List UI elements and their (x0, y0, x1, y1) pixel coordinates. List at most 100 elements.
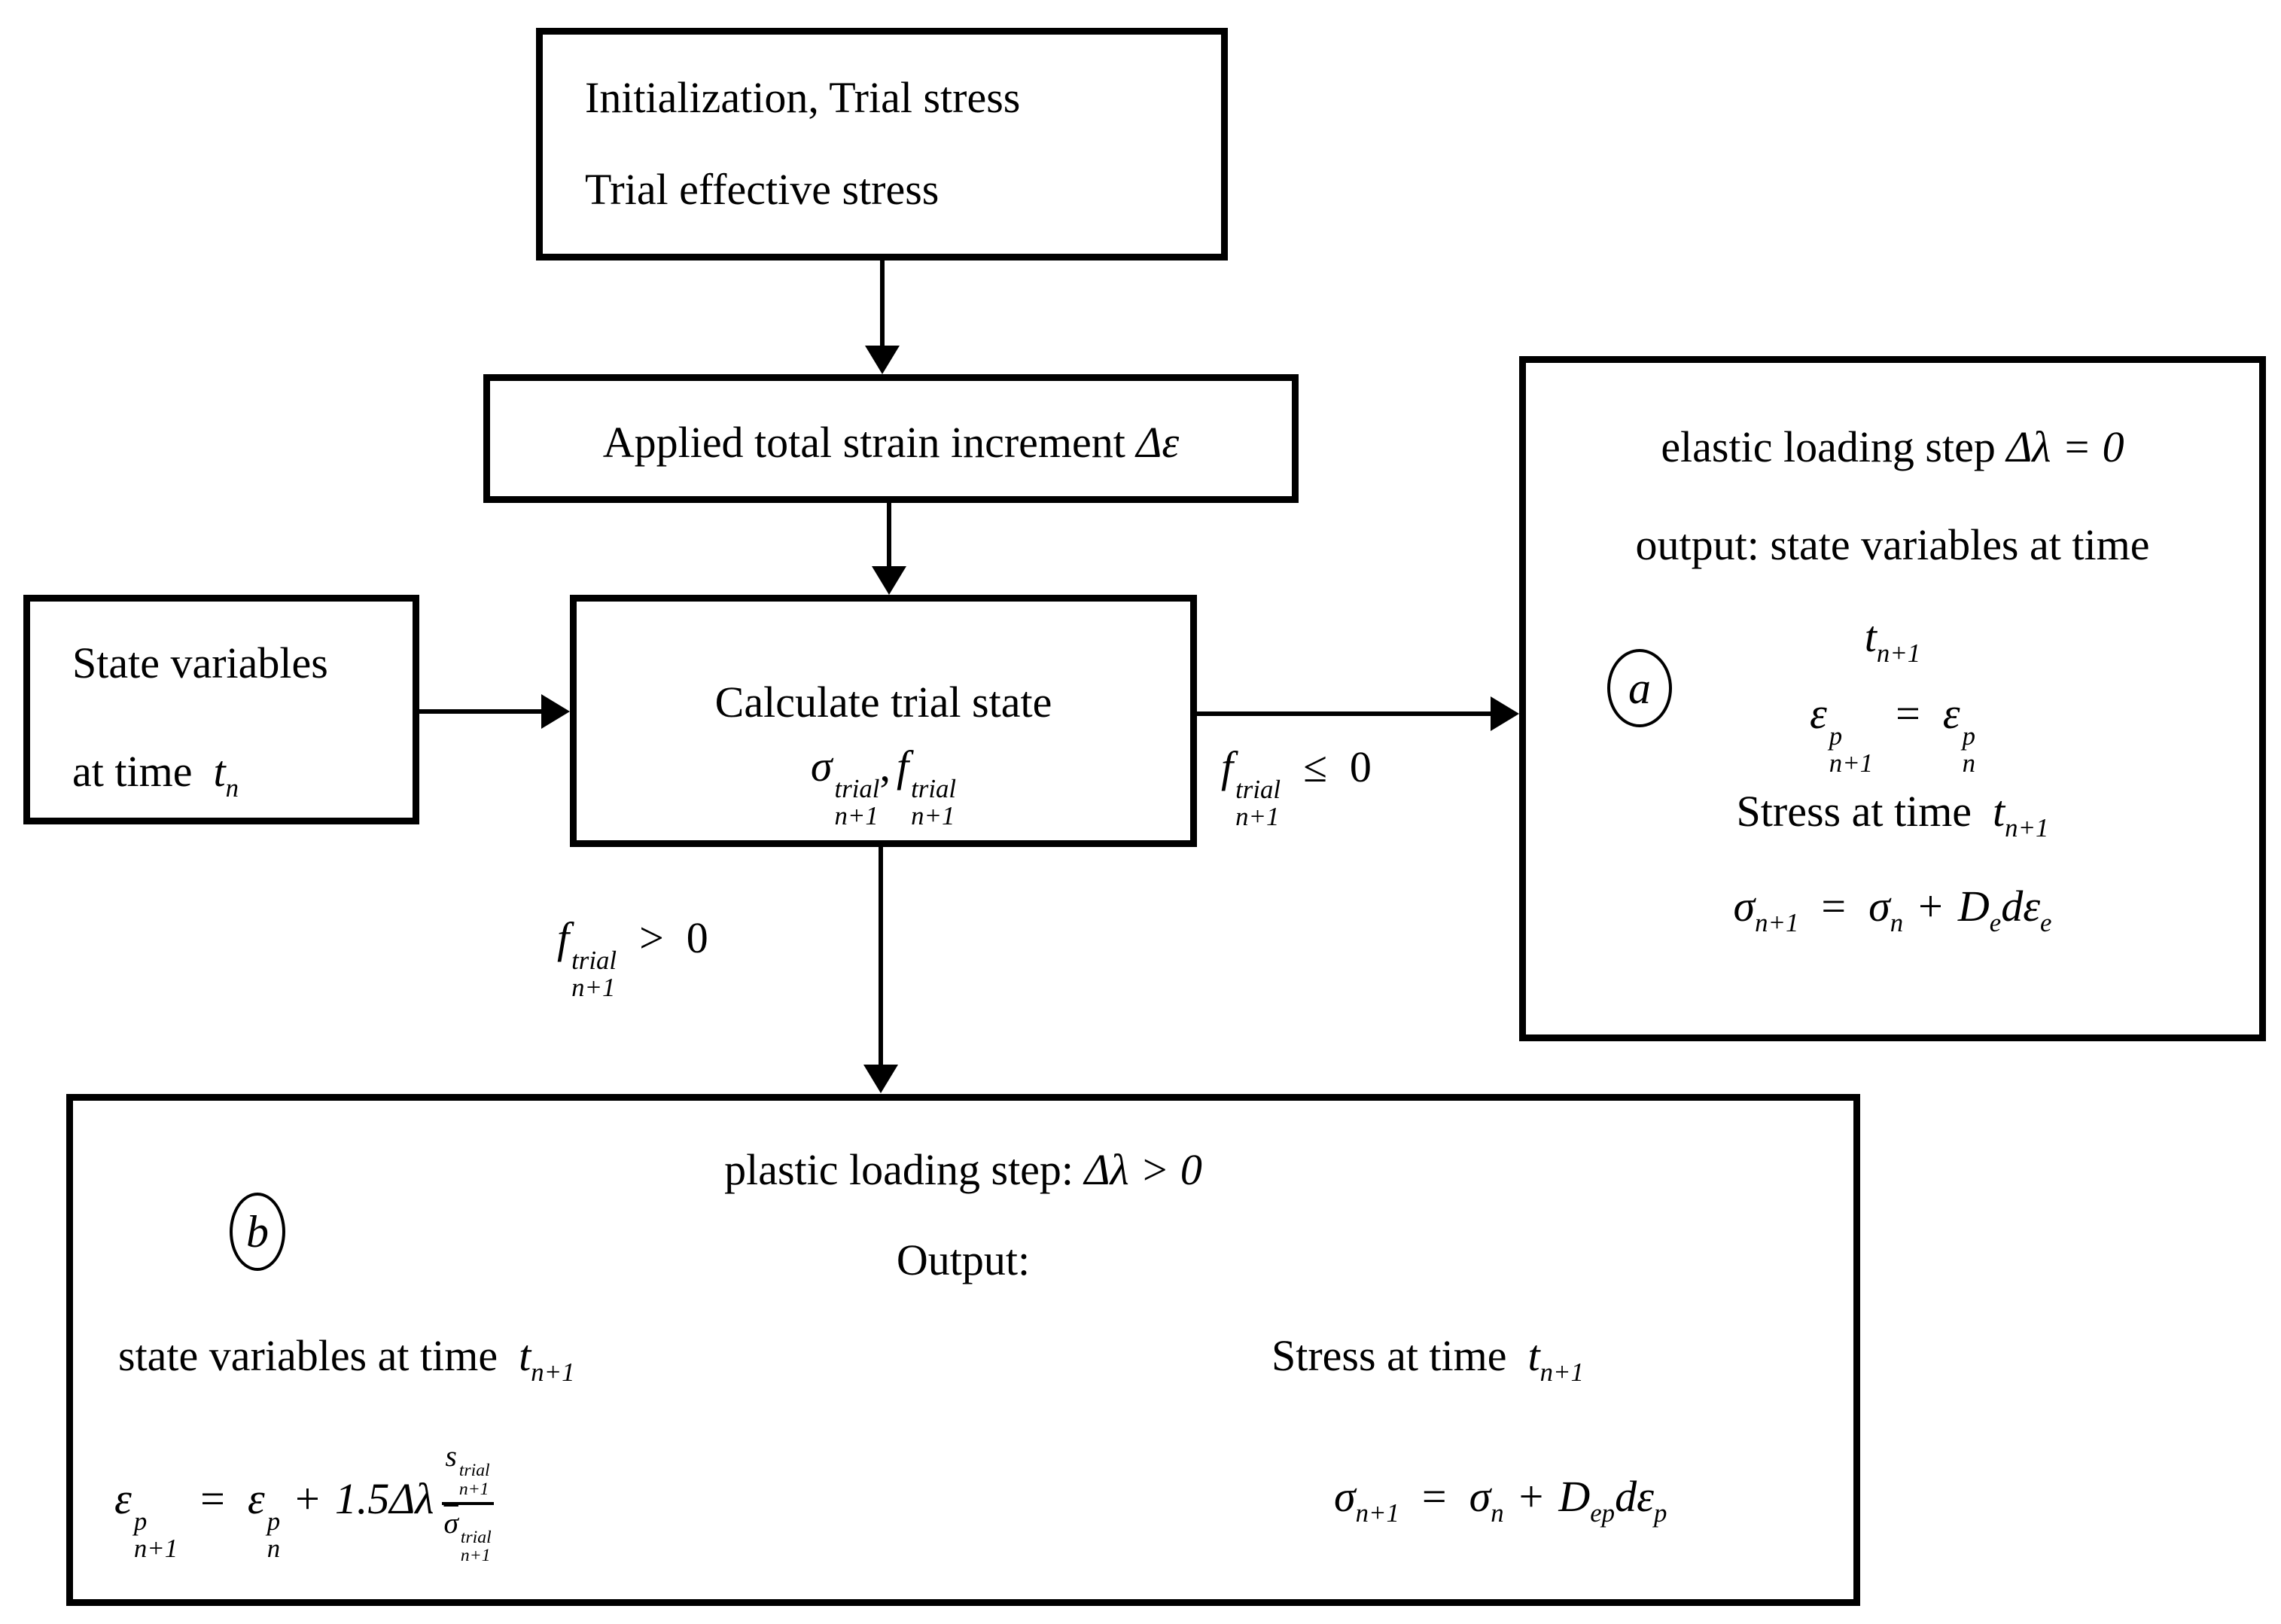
plastic-rt-symbol: t (1527, 1331, 1540, 1380)
eps-rhs-subscript: n (1962, 748, 1976, 778)
eps-rhs-superscript: p (1962, 721, 1976, 751)
cond-plastic-operator: > (639, 913, 664, 962)
arrow-strain-to-trial-line (887, 501, 891, 569)
eps-rhs-symbol: ε (1942, 689, 1960, 738)
De-subscript: e (1989, 907, 2002, 937)
cond-plastic-superscript: trial (571, 945, 617, 975)
s-trial-superscript: trial (458, 1461, 490, 1480)
plastic-box: b plastic loading step: Δλ > 0 Output: s… (66, 1094, 1860, 1606)
cond-plastic-value: 0 (686, 913, 708, 962)
p-sigma-n-subscript: n (1491, 1498, 1504, 1528)
elastic-time-line: tn+1 (1526, 611, 2259, 667)
plastic-left-heading-text: state variables at time (118, 1331, 498, 1380)
p-eps-equals: = (200, 1473, 225, 1523)
eps-lhs-subscript: n+1 (1829, 748, 1874, 778)
t-n-symbol: t (213, 747, 226, 796)
sigma-lhs-symbol: σ (1733, 882, 1756, 931)
Dep-symbol: D (1558, 1472, 1591, 1521)
state-line2-text: at time (72, 747, 193, 796)
trial-title: Calculate trial state (714, 678, 1052, 727)
Dep-subscript: ep (1590, 1498, 1616, 1528)
cond-plastic-f-symbol: f (557, 913, 570, 962)
arrow-trial-to-plastic-head (863, 1065, 898, 1093)
t-n-subscript: n (225, 772, 239, 803)
sigma-n-symbol: σ (1868, 882, 1890, 931)
cond-elastic-f-symbol: f (1221, 742, 1234, 791)
sigma-trial-superscript: trial (834, 773, 880, 803)
plastic-lt-subscript: n+1 (531, 1357, 575, 1387)
step-b-letter: b (246, 1206, 269, 1257)
plastic-right-heading-text: Stress at time (1271, 1331, 1507, 1380)
s-trial-subscript: n+1 (458, 1479, 489, 1499)
init-line2: Trial effective stress (585, 165, 940, 214)
p-coefficient: 1.5Δλ (334, 1473, 434, 1523)
init-line1: Initialization, Trial stress (585, 73, 1021, 122)
elastic-t-subscript: n+1 (1876, 638, 1921, 668)
sigma-equals: = (1821, 882, 1847, 931)
state-line2: at time tn (72, 746, 239, 802)
p-eps-n-symbol: ε (247, 1473, 265, 1523)
sigma-bar-trial-symbol: σ (443, 1506, 458, 1540)
delta-epsilon-symbol: Δε (1136, 418, 1180, 467)
plastic-stress-equation: σn+1=σn+Depdεp (1334, 1471, 1667, 1527)
init-box: Initialization, Trial stress Trial effec… (536, 28, 1228, 261)
p-sigma-n-symbol: σ (1469, 1472, 1491, 1521)
arrow-trial-to-plastic-line (879, 846, 883, 1068)
eps-equals: = (1896, 689, 1920, 738)
p-sigma-lhs-subscript: n+1 (1355, 1498, 1399, 1528)
p-eps-lhs-subscript: n+1 (133, 1534, 178, 1564)
cond-elastic-subscript: n+1 (1235, 802, 1280, 832)
p-deps-subscript: p (1653, 1498, 1667, 1528)
f-trial-symbol: f (896, 742, 909, 791)
p-sigma-plus: + (1518, 1472, 1544, 1521)
sigma-bar-trial-superscript: trial (460, 1527, 492, 1547)
cond-elastic-value: 0 (1349, 742, 1372, 791)
strain-label-text: Applied total strain increment (602, 418, 1137, 467)
cond-elastic-superscript: trial (1235, 774, 1281, 804)
state-box: State variables at time tn (23, 595, 419, 824)
elastic-t-symbol: t (1864, 612, 1877, 661)
strain-box: Applied total strain increment Δε (483, 374, 1299, 503)
eps-lhs-superscript: p (1829, 721, 1843, 751)
s-trial-symbol: s (445, 1440, 457, 1473)
elastic-line1: elastic loading step Δλ = 0 (1526, 422, 2259, 472)
sigma-lhs-subscript: n+1 (1755, 907, 1799, 937)
cond-plastic-subscript: n+1 (571, 973, 616, 1003)
arrow-trial-to-elastic-head (1491, 696, 1519, 731)
p-eps-n-subscript: n (266, 1534, 281, 1564)
plastic-right-heading: Stress at time tn+1 (1271, 1330, 1584, 1386)
strain-label: Applied total strain increment Δε (490, 417, 1292, 468)
elastic-line1-text: elastic loading step (1661, 422, 2007, 471)
arrow-init-to-strain-line (880, 259, 885, 348)
eps-lhs-symbol: ε (1809, 689, 1827, 738)
elastic-t2-subscript: n+1 (2005, 812, 2049, 842)
plastic-rt-subscript: n+1 (1539, 1357, 1584, 1387)
elastic-stress-line: Stress at time tn+1 (1526, 786, 2259, 842)
elastic-stress-equation: σn+1=σn+Dedεe (1526, 881, 2259, 937)
elastic-stress-text: Stress at time (1736, 787, 1972, 836)
state-line1: State variables (72, 638, 328, 687)
p-eps-lhs-symbol: ε (114, 1473, 132, 1523)
plastic-line1: plastic loading step: Δλ > 0 (73, 1144, 1853, 1195)
p-eps-lhs-superscript: p (133, 1506, 148, 1536)
elastic-line1-math: Δλ = 0 (2006, 422, 2124, 471)
p-eps-n-superscript: p (266, 1506, 281, 1536)
arrow-state-to-trial-head (541, 694, 570, 729)
arrow-strain-to-trial-head (872, 566, 906, 595)
p-sigma-lhs-symbol: σ (1334, 1472, 1356, 1521)
step-a-letter: a (1628, 663, 1651, 713)
elastic-t2-symbol: t (1993, 787, 2005, 836)
arrow-init-to-strain-head (865, 346, 900, 374)
p-sigma-equals: = (1421, 1472, 1447, 1521)
arrow-trial-to-elastic-line (1195, 711, 1492, 716)
step-b-badge: b (230, 1193, 285, 1271)
elastic-box: a elastic loading step Δλ = 0 output: st… (1519, 356, 2266, 1041)
plastic-line1-text: plastic loading step: (724, 1145, 1085, 1194)
